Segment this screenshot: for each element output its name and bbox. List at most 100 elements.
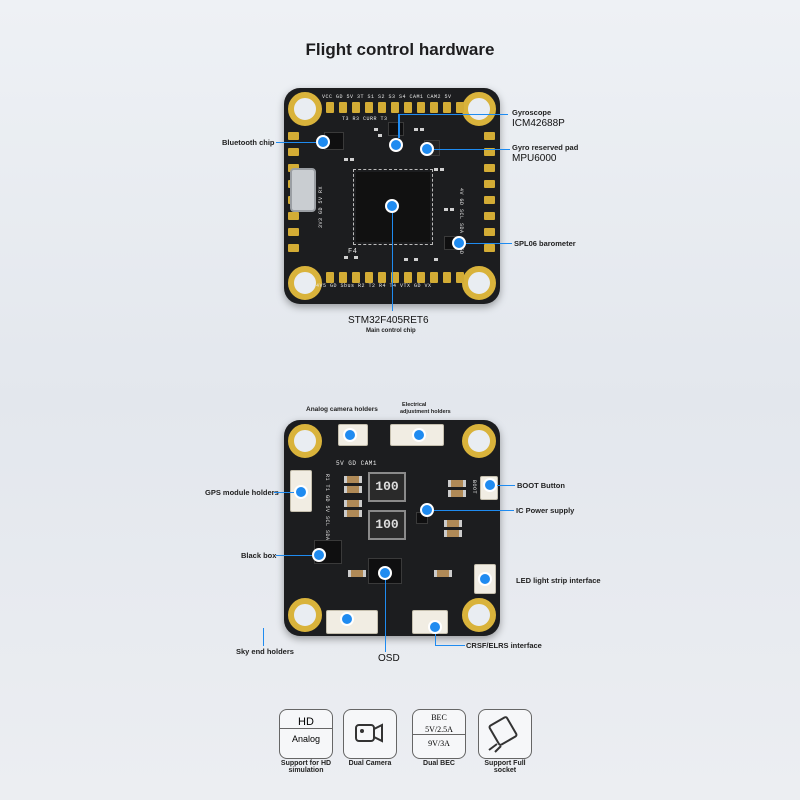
black-box-label: Black box [241, 551, 277, 560]
black-box-leader [276, 555, 312, 556]
solder-pad [288, 244, 299, 252]
silk-bottom: 4V5 GD Sbus R2 T2 R4 T4 VTX GD VX [316, 283, 432, 289]
crsf-leader-h [435, 645, 465, 646]
feature-hd-label-2: simulation [288, 767, 324, 774]
smd-component [434, 258, 438, 261]
solder-pad [484, 228, 495, 236]
analog-camera-label: Analog camera holders [306, 406, 378, 413]
solder-pad [378, 102, 386, 113]
solder-pad [430, 272, 438, 283]
mount-hole [288, 266, 322, 300]
solder-pad [288, 132, 299, 140]
solder-pad [484, 244, 495, 252]
solder-pad [484, 132, 495, 140]
gps-label: GPS module holders [205, 488, 279, 497]
solder-pad [484, 148, 495, 156]
bec-icon: BEC 5V/2.5A 9V/3A [412, 709, 466, 759]
solder-pad [456, 272, 464, 283]
inductor-2: 100 [368, 510, 406, 540]
osd-marker [378, 566, 392, 580]
solder-pad [288, 212, 299, 220]
ic-power-leader [434, 510, 514, 511]
mount-hole [462, 424, 496, 458]
capacitor [448, 490, 466, 497]
capacitor [434, 570, 452, 577]
smd-component [344, 158, 348, 161]
solder-pad [430, 102, 438, 113]
osd-leader [385, 580, 386, 652]
usb-c-port [290, 168, 316, 212]
solder-pad [456, 102, 464, 113]
solder-pad [417, 102, 425, 113]
smd-component [444, 208, 448, 211]
electrical-label-2: adjustment holders [400, 409, 451, 415]
silk-top: VCC GD 5V 3T S1 S2 S3 S4 CAM1 CAM2 5V [322, 94, 452, 100]
boot-marker [483, 478, 497, 492]
osd-label: OSD [378, 653, 400, 664]
silk-gps: R1 T1 GD 5V SCL SDA [324, 474, 330, 541]
feature-hd-label-1: Support for HD [280, 760, 332, 767]
inductor-1: 100 [368, 472, 406, 502]
gyroscope-leader [398, 114, 400, 138]
solder-pad [352, 102, 360, 113]
solder-pad [391, 272, 399, 283]
solder-pad [339, 272, 347, 283]
solder-pad [288, 148, 299, 156]
capacitor [444, 530, 462, 537]
capacitor [348, 570, 366, 577]
led-strip-marker [478, 572, 492, 586]
sky-end-leader [263, 628, 264, 646]
solder-pad [484, 212, 495, 220]
barometer-marker [452, 236, 466, 250]
mcu-marker [385, 199, 399, 213]
crsf-leader [435, 634, 436, 645]
solder-pad [443, 102, 451, 113]
capacitor [448, 480, 466, 487]
flight-controller-bottom: 5V GD CAM1 R1 T1 GD 5V SCL SDA BOOT 100 … [284, 420, 500, 636]
camera-icon [343, 709, 397, 759]
boot-label: BOOT Button [517, 481, 565, 490]
solder-pad [404, 102, 412, 113]
feature-socket-label-1: Support Full [484, 760, 526, 767]
flight-controller-top: VCC GD 5V 3T S1 S2 S3 S4 CAM1 CAM2 5V T3… [284, 88, 500, 304]
mcu-desc: Main control chip [366, 328, 416, 334]
hd-text: HD [280, 716, 332, 729]
gps-marker [294, 485, 308, 499]
bluetooth-label: Bluetooth chip [222, 138, 275, 147]
smd-component [414, 258, 418, 261]
feature-socket-label: Support Full socket [460, 760, 550, 774]
solder-pad [352, 272, 360, 283]
feature-socket-label-2: socket [493, 767, 517, 774]
gyroscope-marker [389, 138, 403, 152]
solder-pad [365, 102, 373, 113]
barometer-leader [466, 243, 512, 244]
smd-component [350, 158, 354, 161]
socket-glyph [488, 716, 518, 753]
mount-hole [288, 598, 322, 632]
capacitor [344, 510, 362, 517]
solder-pad [404, 272, 412, 283]
crsf-label: CRSF/ELRS interface [466, 641, 542, 650]
smd-component [450, 208, 454, 211]
capacitor [344, 500, 362, 507]
bluetooth-marker [316, 135, 330, 149]
mount-hole [288, 92, 322, 126]
analog-text: Analog [291, 734, 321, 744]
analog-camera-marker [343, 428, 357, 442]
bec-line-2: 5V/2.5A [413, 725, 465, 735]
barometer-label: SPL06 barometer [514, 239, 576, 248]
mount-hole [288, 424, 322, 458]
solder-pad [484, 164, 495, 172]
silk-cam: 5V GD CAM1 [336, 460, 378, 467]
page-title: Flight control hardware [305, 40, 495, 59]
solder-pad [443, 272, 451, 283]
electrical-marker [412, 428, 426, 442]
solder-pad [391, 102, 399, 113]
solder-pad [378, 272, 386, 283]
silk-row2: T3 R3 CURR T3 [342, 116, 388, 122]
capacitor [344, 486, 362, 493]
capacitor [344, 476, 362, 483]
gyro-reserved-marker [420, 142, 434, 156]
smd-component [440, 168, 444, 171]
gyroscope-model: ICM42688P [512, 118, 565, 129]
